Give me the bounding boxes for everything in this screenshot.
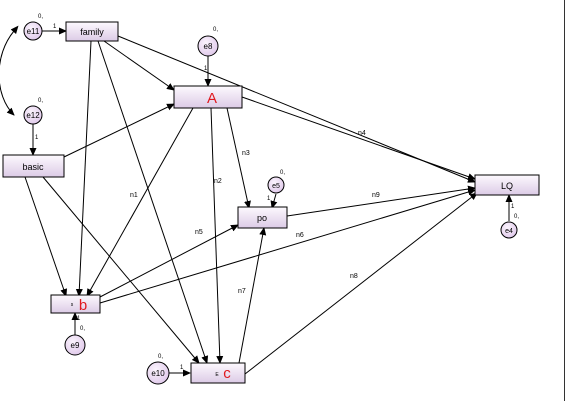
- error-e10-variance: 0,: [158, 354, 163, 360]
- error-e5-path: 1: [267, 196, 271, 202]
- covariance-e11-e12: [0, 25, 19, 116]
- path-e5-po: [270, 193, 278, 209]
- path-label-n2: n2: [214, 178, 222, 185]
- error-e8-path: 1: [204, 66, 208, 72]
- window-edge: [564, 0, 565, 401]
- path-b-LQ: [99, 188, 476, 304]
- node-po-box[interactable]: [237, 206, 288, 229]
- node-b-prefix: s: [71, 302, 74, 308]
- path-basic-A: [63, 103, 175, 158]
- error-e11-circle[interactable]: [23, 21, 43, 41]
- error-e4-variance: 0,: [514, 214, 519, 220]
- error-e11-label: e11: [27, 27, 40, 36]
- path-A-po: [226, 107, 251, 209]
- path-po-LQ: [286, 185, 476, 217]
- path-family-c: [97, 40, 209, 364]
- path-b-po: [99, 224, 239, 298]
- node-LQ-label: LQ: [501, 181, 513, 191]
- node-A-label: A: [207, 90, 217, 107]
- error-e5-variance: 0,: [280, 170, 285, 176]
- node-LQ-box[interactable]: [474, 174, 540, 196]
- node-b-box[interactable]: [50, 294, 101, 314]
- path-c-LQ: [244, 192, 478, 375]
- error-e10-circle[interactable]: [146, 361, 170, 385]
- path-label-n5: n5: [195, 229, 203, 236]
- path-label-n3: n3: [242, 150, 250, 157]
- error-e5-circle[interactable]: [267, 176, 285, 194]
- error-e4-path: 1: [511, 204, 515, 210]
- path-label-n9: n9: [372, 192, 380, 199]
- node-c-prefix: E: [215, 372, 219, 378]
- path-label-n1: n1: [130, 192, 138, 199]
- node-basic-box[interactable]: [2, 154, 65, 178]
- path-label-n8: n8: [350, 273, 358, 280]
- error-e10-label: e10: [151, 369, 165, 378]
- error-e12-variance: 0,: [38, 98, 43, 104]
- error-e10-path: 1: [180, 365, 184, 371]
- path-basic-b: [24, 176, 68, 297]
- node-family-label: family: [80, 27, 104, 37]
- node-c-label: c: [223, 365, 231, 382]
- path-A-c: [210, 107, 224, 364]
- path-c-po: [238, 227, 267, 364]
- error-e12-path: 1: [35, 135, 39, 141]
- error-e11-path: 1: [53, 24, 57, 30]
- node-po-label: po: [257, 213, 267, 223]
- error-e9-variance: 0,: [80, 326, 85, 332]
- error-e4-circle[interactable]: [500, 221, 518, 239]
- error-e9-path: 1: [77, 316, 81, 322]
- error-e5-label: e5: [272, 183, 280, 190]
- error-e8-label: e8: [204, 42, 213, 51]
- error-e9-circle[interactable]: [64, 334, 86, 356]
- node-c-box[interactable]: [190, 362, 246, 384]
- path-arrows: [0, 25, 513, 377]
- path-A-LQ: [241, 96, 476, 180]
- error-e9-label: e9: [71, 341, 80, 350]
- error-e11-variance: 0,: [38, 14, 43, 20]
- node-family-box[interactable]: [65, 21, 119, 42]
- path-label-n7: n7: [238, 288, 246, 295]
- path-labels: n4 n3 n2 n1 n9 n5 n6 n8 n7: [130, 130, 380, 295]
- node-basic-label: basic: [22, 162, 44, 172]
- error-e12-circle[interactable]: [23, 105, 43, 125]
- error-e8-variance: 0,: [213, 27, 218, 33]
- node-b-label: b: [79, 297, 87, 314]
- path-label-n4: n4: [358, 130, 366, 137]
- path-label-n6: n6: [296, 232, 304, 239]
- error-e4-label: e4: [505, 228, 513, 235]
- node-A-box[interactable]: [173, 85, 243, 109]
- path-basic-c: [42, 176, 200, 364]
- path-family-A: [103, 40, 175, 91]
- error-e8-circle[interactable]: [197, 35, 219, 57]
- path-family-b: [75, 40, 92, 297]
- error-e12-label: e12: [26, 111, 40, 120]
- path-A-b: [86, 107, 194, 297]
